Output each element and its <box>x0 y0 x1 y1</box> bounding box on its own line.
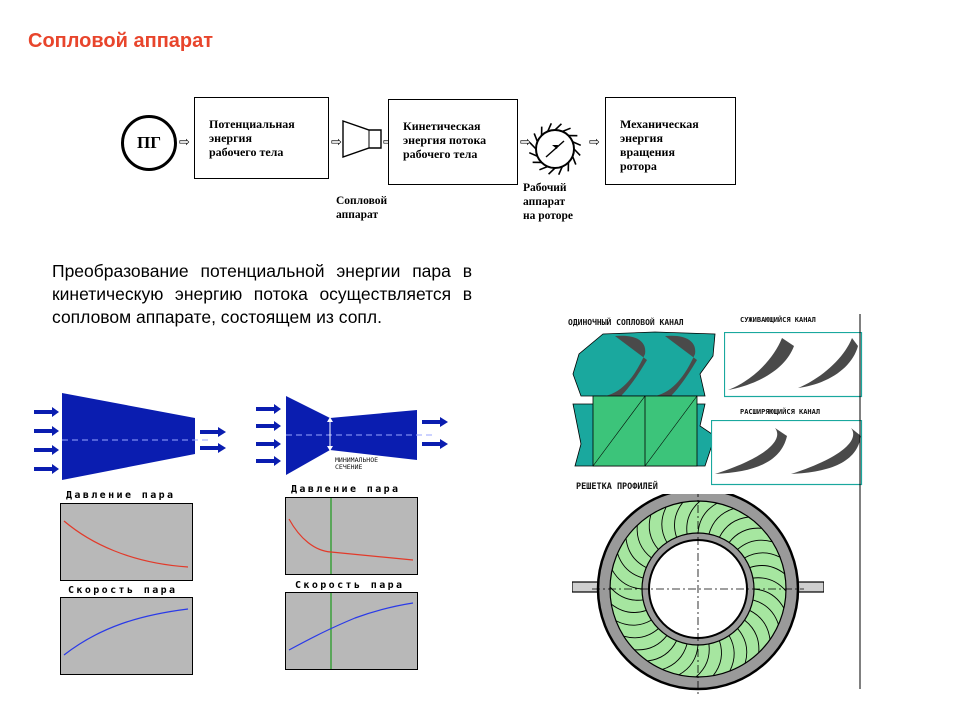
inlet-arrows <box>34 407 59 474</box>
outlet-arrows <box>422 417 448 449</box>
frame-line <box>859 314 861 689</box>
kinetic-energy-label: Кинетическая энергия потока рабочего тел… <box>403 119 487 161</box>
right-velocity-title: Скорость пара <box>295 580 405 591</box>
arrow-right-icon: ⇨ <box>179 135 190 150</box>
velocity-curve <box>63 608 189 656</box>
pressure-curve <box>63 520 189 568</box>
left-velocity-plot <box>60 597 193 675</box>
nozzle-cascade-ring <box>572 494 824 694</box>
arrow-right-icon: ⇨ <box>331 135 342 150</box>
kinetic-energy-box: Кинетическая энергия потока рабочего тел… <box>388 99 518 185</box>
steam-generator-label: ПГ <box>136 133 162 152</box>
arrow-right-icon: ⇨ <box>589 135 600 150</box>
rotor-caption: Рабочий аппарат на роторе <box>523 182 573 222</box>
inlet-arrows <box>256 404 281 466</box>
mechanical-energy-label: Механическая энергия вращения ротора <box>620 117 699 173</box>
right-pressure-title: Давление пара <box>291 484 401 495</box>
arrow-right-icon: ⇨ <box>520 135 531 150</box>
outlet-arrows <box>200 427 226 453</box>
right-pressure-plot <box>285 497 418 575</box>
steam-generator-circle: ПГ <box>121 115 177 171</box>
left-pressure-title: Давление пара <box>66 490 176 501</box>
nozzle-caption: Сопловой аппарат <box>336 195 388 221</box>
converging-channel-figure <box>724 332 863 398</box>
converging-channel-label: СУЖИВАЮЩИЙСЯ КАНАЛ <box>740 316 816 324</box>
single-channel-figure <box>572 331 716 467</box>
velocity-curve <box>288 602 414 651</box>
single-channel-label: ОДИНОЧНЫЙ СОПЛОВОЙ КАНАЛ <box>568 318 684 327</box>
cascade-label: РЕШЕТКА ПРОФИЛЕЙ <box>576 482 658 492</box>
page-title: Сопловой аппарат <box>28 30 214 52</box>
diverging-channel-label: РАСШИРЯЮЩИЙСЯ КАНАЛ <box>740 408 821 416</box>
right-velocity-plot <box>285 592 418 670</box>
min-section-label: МИНИМАЛЬНОЕ СЕЧЕНИЕ <box>335 456 379 471</box>
left-velocity-title: Скорость пара <box>68 585 178 596</box>
description-paragraph: Преобразование потенциальной энергии пар… <box>52 261 472 327</box>
pressure-curve <box>288 518 414 561</box>
rotor-wheel-icon <box>528 122 582 176</box>
laval-nozzle-figure <box>256 396 448 475</box>
left-pressure-plot <box>60 503 193 581</box>
converging-nozzle-figure <box>34 393 226 480</box>
mechanical-energy-box: Механическая энергия вращения ротора <box>605 97 736 185</box>
nozzle-icon <box>342 120 382 158</box>
potential-energy-label: Потенциальная энергия рабочего тела <box>209 117 295 159</box>
potential-energy-box: Потенциальная энергия рабочего тела <box>194 97 329 179</box>
diverging-channel-figure <box>711 420 863 486</box>
converging-nozzle-body <box>62 393 195 480</box>
